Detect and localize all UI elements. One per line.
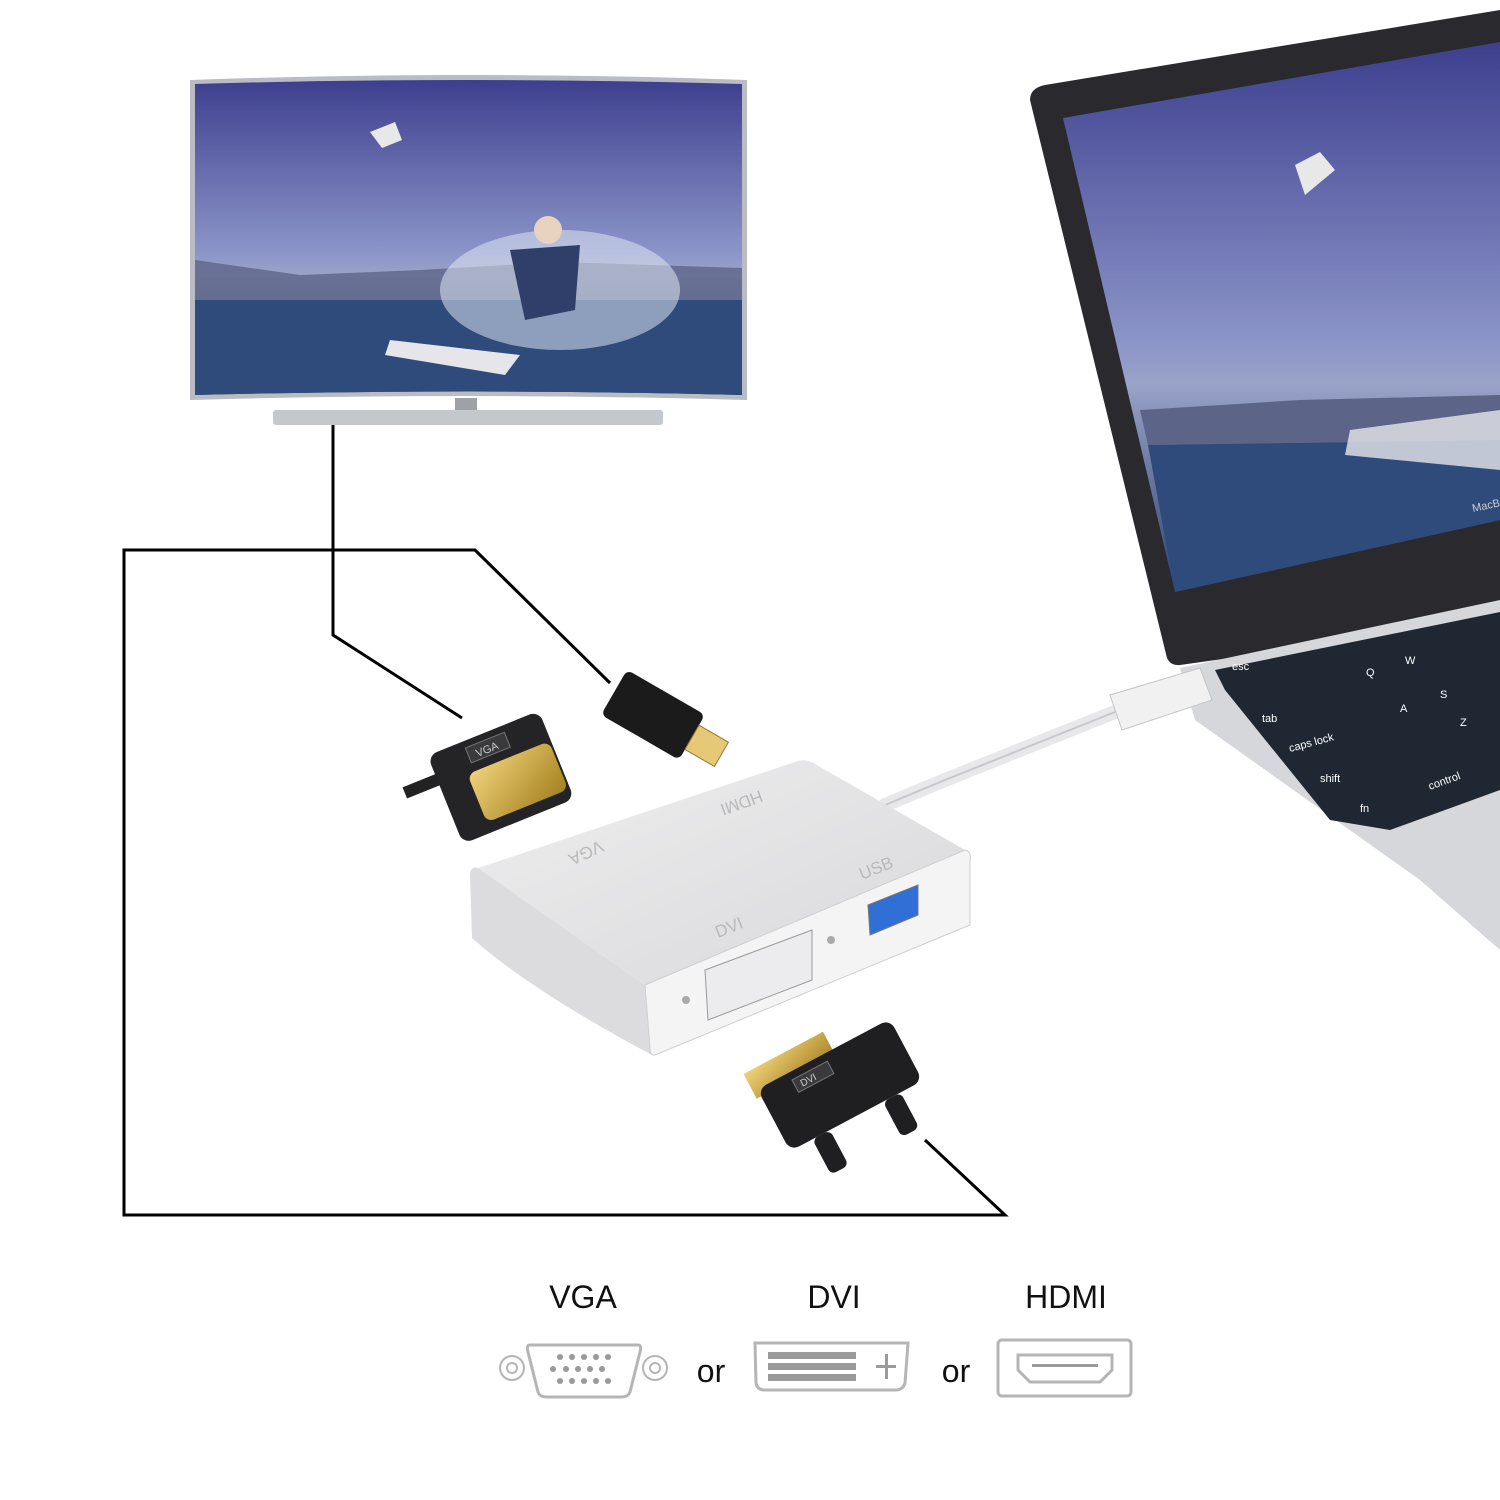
or-separator: or: [942, 1353, 971, 1389]
key-shift[interactable]: shift: [1320, 773, 1340, 785]
dvi-port[interactable]: [704, 929, 813, 1021]
port-legend: VGA DVI HDMI or or: [499, 1279, 1133, 1399]
connection-lines: [122, 425, 1009, 1217]
usb-c-multiport-adapter: VGA HDMI DVI USB: [470, 760, 971, 1056]
usb-c-plug: [1109, 667, 1213, 731]
legend-vga-label: VGA: [549, 1279, 617, 1315]
adapter-left-face: [470, 867, 652, 1055]
vga-to-tv-line: [331, 425, 463, 720]
hdmi-port-icon: [996, 1338, 1133, 1398]
key-a[interactable]: A: [1400, 703, 1408, 715]
keyboard: [1215, 612, 1500, 830]
tv-monitor: [190, 75, 747, 425]
key-w[interactable]: W: [1405, 655, 1416, 667]
kiter-figure: [534, 216, 562, 244]
key-tab[interactable]: tab: [1262, 713, 1277, 725]
vga-port-icon: [499, 1343, 668, 1399]
screw-icon: [827, 936, 835, 944]
kiter-body: [510, 245, 580, 320]
legend-dvi-label: DVI: [807, 1279, 860, 1315]
key-esc[interactable]: esc: [1232, 661, 1250, 673]
laptop-screen-splash: [1345, 410, 1500, 470]
or-separator: or: [697, 1353, 726, 1389]
key-fn[interactable]: fn: [1360, 803, 1369, 815]
key-s[interactable]: S: [1440, 689, 1447, 701]
hdmi-dvi-loop-line: [122, 548, 1009, 1217]
tv-stand-neck: [455, 398, 477, 412]
laptop: MacB esc tab caps lock shift fn control …: [1030, 10, 1500, 950]
dvi-port-icon: [753, 1341, 910, 1392]
laptop-brand-text: MacB: [1471, 497, 1500, 515]
vga-plug: VGA: [402, 713, 572, 841]
usb-c-cable: [878, 667, 1213, 812]
laptop-screen-water: [1148, 440, 1500, 592]
dvi-plug: DVI: [743, 1022, 920, 1173]
kite: [370, 122, 402, 148]
screw-icon: [682, 996, 690, 1004]
usb-port[interactable]: [867, 884, 919, 936]
key-q[interactable]: Q: [1366, 667, 1375, 679]
legend-hdmi-label: HDMI: [1025, 1279, 1107, 1315]
tv-stand-base: [273, 410, 663, 425]
kiteboard: [385, 340, 520, 375]
key-z[interactable]: Z: [1460, 717, 1467, 729]
hdmi-plug: [603, 671, 730, 768]
laptop-screen-kite: [1295, 152, 1335, 195]
adapter-top-face: [478, 760, 965, 985]
